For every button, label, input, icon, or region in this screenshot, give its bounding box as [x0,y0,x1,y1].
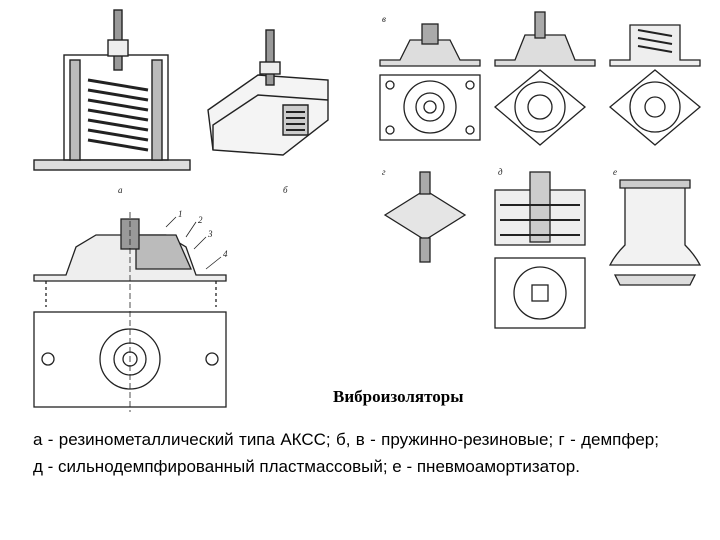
label-part-1: 1 [178,209,183,219]
label-part-4: 4 [223,249,228,259]
label-a: а [118,185,123,195]
label-g: г [382,167,386,177]
aks-isolator-detail: 1 2 3 4 [26,207,236,415]
isolator-drawing-svg: а б [33,9,329,195]
isolator-variants-svg: в г д е [379,11,702,329]
label-part-3: 3 [207,229,213,239]
caption-title: Виброизоляторы [333,387,464,406]
caption-text: а - резинометаллический типа АКСС; б, в … [33,430,659,476]
label-b: б [283,185,288,195]
isolator-drawing-right: в г д е [370,0,710,333]
isolator-drawing-top-left: а б [28,0,344,200]
label-d: д [498,167,503,177]
label-e: е [613,167,617,177]
aks-isolator-svg: 1 2 3 4 [33,209,228,412]
label-v: в [382,14,386,24]
label-part-2: 2 [198,215,203,225]
